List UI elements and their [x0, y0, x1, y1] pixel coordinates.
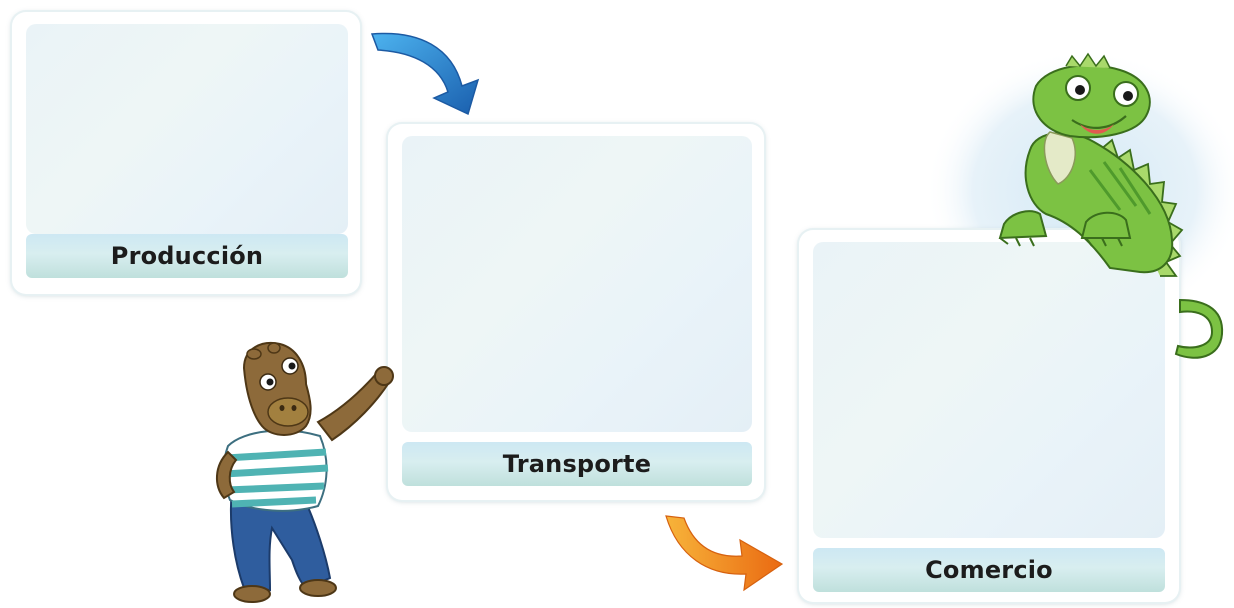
arrow-right-icon [666, 516, 782, 590]
iguana-character-icon [1000, 54, 1222, 358]
capybara-character-icon [217, 343, 393, 602]
arrow-down-right-icon [372, 33, 478, 114]
